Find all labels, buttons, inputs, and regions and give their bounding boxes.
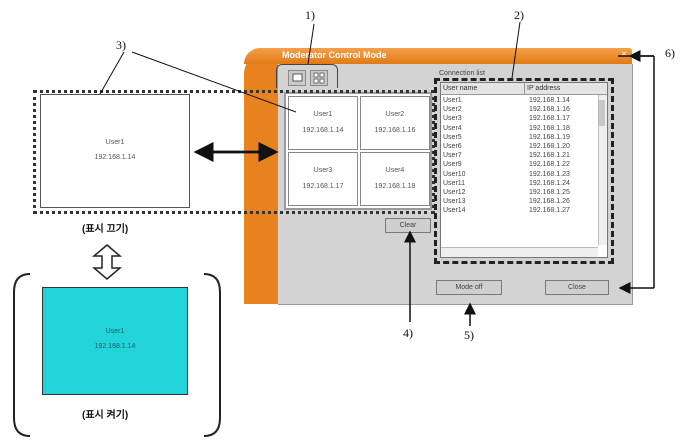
- vertical-scrollbar[interactable]: [598, 95, 607, 245]
- connection-row[interactable]: User11 192.168.1.24: [443, 179, 603, 188]
- tile-user-name: User2: [385, 111, 405, 118]
- dashed-annotation-frame: [434, 78, 614, 264]
- user-video-grid: User1 192.168.1.14 User2 192.168.1.16 Us…: [284, 92, 432, 210]
- window-title: Moderator Control Mode: [282, 50, 387, 60]
- connection-row[interactable]: User7 192.168.1.21: [443, 151, 603, 160]
- connection-list-label: Connection list: [439, 70, 485, 77]
- connection-user-name: User11: [443, 179, 466, 187]
- callout-6: 6): [665, 46, 675, 60]
- preview-ip: 192.168.1.14: [94, 343, 136, 350]
- connection-row[interactable]: User12 192.168.1.25: [443, 188, 603, 197]
- preview-ip: 192.168.1.14: [94, 154, 136, 161]
- grid-tile-user4[interactable]: User4 192.168.1.18: [360, 152, 430, 206]
- callout-4: 4): [403, 326, 413, 340]
- layout-tab-bracket: [276, 64, 338, 88]
- tile-ip: 192.168.1.14: [302, 127, 344, 134]
- connection-ip-address: 192.168.1.24: [529, 179, 570, 187]
- connection-user-name: User3: [443, 115, 462, 123]
- connection-ip-address: 192.168.1.14: [529, 97, 570, 104]
- connection-ip-address: 192.168.1.27: [529, 207, 570, 215]
- callout-1: 1): [305, 8, 315, 22]
- connection-user-name: User4: [443, 124, 462, 132]
- grid-tile-user3[interactable]: User3 192.168.1.17: [288, 152, 358, 206]
- scrollbar-thumb[interactable]: [599, 100, 605, 126]
- tile-ip: 192.168.1.16: [374, 127, 416, 134]
- preview-user-name: User1: [105, 139, 125, 146]
- connection-user-name: User6: [443, 143, 462, 150]
- bracket-frame: [13, 273, 221, 437]
- connection-ip-address: 192.168.1.25: [529, 189, 570, 196]
- connection-user-name: User13: [443, 198, 466, 206]
- callout-5: 5): [464, 328, 474, 342]
- preview-user-name: User1: [105, 328, 125, 335]
- window-titlebar[interactable]: [244, 48, 632, 64]
- tile-user-name: User1: [313, 111, 333, 118]
- column-header-user-name[interactable]: User name: [441, 83, 525, 95]
- window-side-accent: [244, 52, 278, 304]
- column-header-ip-address[interactable]: IP address: [525, 83, 607, 95]
- connection-ip-address: 192.168.1.23: [529, 170, 570, 178]
- single-view-button[interactable]: [288, 70, 306, 86]
- connection-row[interactable]: User13 192.168.1.26: [443, 197, 603, 206]
- connection-row[interactable]: User2 192.168.1.16: [443, 105, 603, 114]
- window-close-icon[interactable]: ×: [621, 49, 627, 60]
- preview-display-on: User1 192.168.1.14: [42, 287, 188, 395]
- connection-user-name: User9: [443, 161, 462, 169]
- connection-ip-address: 192.168.1.26: [529, 198, 570, 206]
- connection-row[interactable]: User14 192.168.1.27: [443, 206, 603, 215]
- caption-display-on: (표시 켜기): [82, 410, 129, 421]
- quad-grid-icon: [313, 72, 325, 84]
- connection-row[interactable]: User10 192.168.1.23: [443, 170, 603, 179]
- connection-user-name: User14: [443, 207, 466, 215]
- connection-row[interactable]: User1 192.168.1.14: [443, 96, 603, 105]
- connection-ip-address: 192.168.1.18: [529, 124, 570, 132]
- preview-display-off: User1 192.168.1.14: [40, 94, 190, 208]
- caption-display-off: (표시 끄기): [82, 224, 129, 235]
- tile-user-name: User4: [385, 167, 405, 174]
- connection-ip-address: 192.168.1.17: [529, 115, 570, 123]
- connection-user-name: User5: [443, 133, 462, 141]
- connection-ip-address: 192.168.1.19: [529, 133, 570, 141]
- connection-ip-address: 192.168.1.20: [529, 143, 570, 150]
- horizontal-scrollbar[interactable]: [441, 247, 598, 257]
- connection-user-name: User7: [443, 152, 462, 160]
- single-screen-icon: [292, 73, 303, 82]
- tile-ip: 192.168.1.18: [374, 183, 416, 190]
- dotted-annotation-frame: [33, 90, 435, 214]
- connection-user-name: User10: [443, 170, 466, 178]
- connection-user-name: User1: [443, 97, 462, 104]
- callout-3: 3): [116, 38, 126, 52]
- grid-tile-user1[interactable]: User1 192.168.1.14: [288, 96, 358, 150]
- up-down-arrow-icon: [92, 244, 122, 280]
- connection-user-name: User2: [443, 106, 462, 114]
- connection-row[interactable]: User4 192.168.1.18: [443, 124, 603, 133]
- connection-user-name: User12: [443, 189, 466, 196]
- mode-off-button[interactable]: Mode off: [436, 280, 502, 295]
- connection-row[interactable]: User9 192.168.1.22: [443, 160, 603, 169]
- close-button[interactable]: Close: [545, 280, 609, 295]
- connection-row[interactable]: User5 192.168.1.19: [443, 133, 603, 142]
- tile-user-name: User3: [313, 167, 333, 174]
- grid-tile-user2[interactable]: User2 192.168.1.16: [360, 96, 430, 150]
- connection-row[interactable]: User6 192.168.1.20: [443, 142, 603, 151]
- connection-ip-address: 192.168.1.22: [529, 161, 570, 169]
- quad-view-button[interactable]: [310, 70, 328, 86]
- connection-ip-address: 192.168.1.16: [529, 106, 570, 114]
- connection-row[interactable]: User3 192.168.1.17: [443, 114, 603, 123]
- callout-2: 2): [514, 8, 524, 22]
- tile-ip: 192.168.1.17: [302, 183, 344, 190]
- connection-ip-address: 192.168.1.21: [529, 152, 570, 160]
